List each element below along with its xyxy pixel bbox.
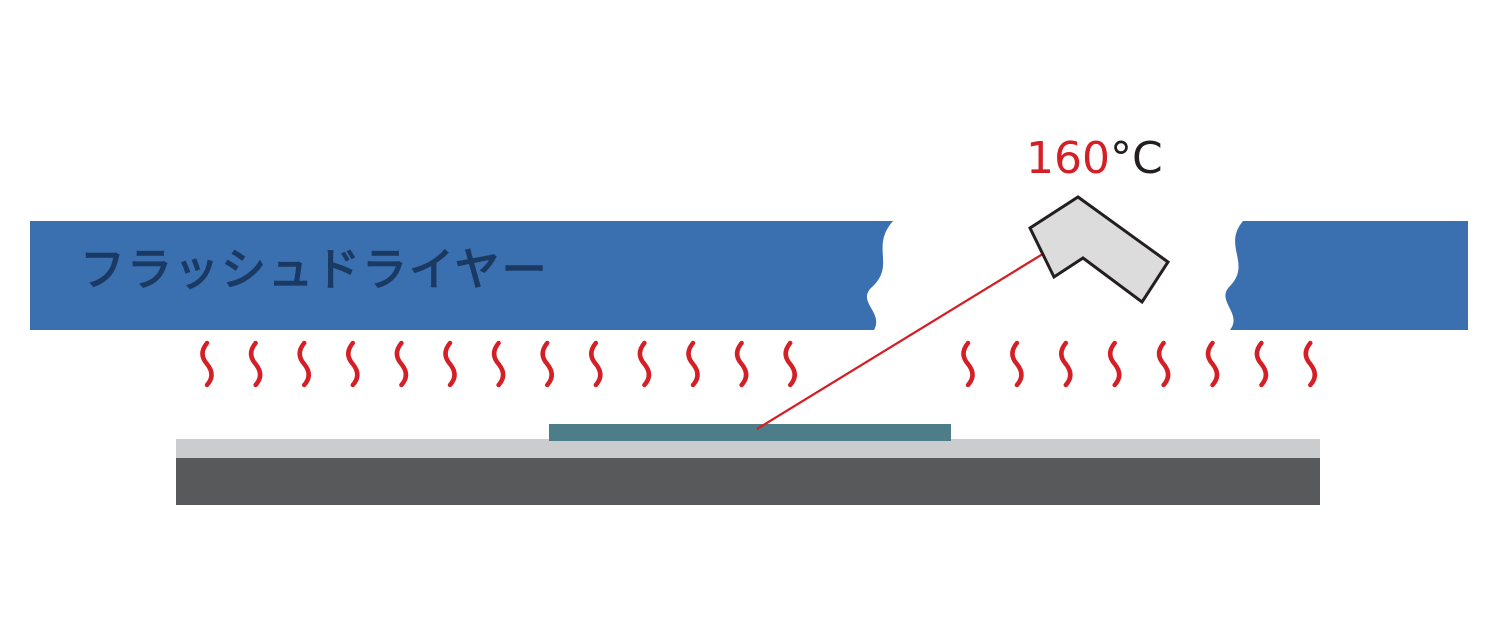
heat-wave-icon bbox=[1010, 340, 1024, 388]
heat-wave-icon bbox=[297, 340, 311, 388]
platen-surface bbox=[176, 439, 1320, 458]
heat-wave-icon bbox=[686, 340, 700, 388]
ink-layer bbox=[549, 424, 951, 441]
heat-wave-icon bbox=[1205, 340, 1220, 388]
heat-wave-icon bbox=[248, 340, 263, 388]
heat-wave-icon bbox=[491, 340, 506, 388]
temperature-sensor-icon bbox=[1028, 195, 1171, 305]
heat-wave-icon bbox=[1059, 340, 1073, 388]
temperature-pointer-line bbox=[756, 251, 1047, 430]
temperature-unit: °C bbox=[1109, 133, 1163, 184]
dryer-label: フラッシュドライヤー bbox=[80, 243, 549, 296]
platen-base bbox=[176, 458, 1320, 505]
heat-waves-right bbox=[961, 340, 1318, 388]
flash-dryer-bar-left bbox=[30, 221, 893, 330]
temperature-value: 160 bbox=[1026, 133, 1110, 184]
heat-wave-icon bbox=[961, 340, 975, 388]
heat-wave-icon bbox=[783, 340, 797, 388]
heat-wave-icon bbox=[637, 340, 652, 388]
heat-waves-left bbox=[200, 340, 797, 388]
heat-wave-icon bbox=[540, 340, 554, 388]
heat-wave-icon bbox=[1303, 340, 1318, 388]
heat-wave-icon bbox=[394, 340, 409, 388]
heat-wave-icon bbox=[443, 340, 457, 388]
heat-wave-icon bbox=[589, 340, 603, 388]
temperature-label: 160°C bbox=[1026, 137, 1163, 181]
heat-wave-icon bbox=[346, 340, 360, 388]
heat-wave-icon bbox=[734, 340, 749, 388]
heat-wave-icon bbox=[1254, 340, 1269, 388]
heat-wave-icon bbox=[1156, 340, 1171, 388]
flash-dryer-bar-right bbox=[1225, 221, 1468, 330]
heat-wave-icon bbox=[200, 340, 214, 388]
heat-wave-icon bbox=[1107, 340, 1122, 388]
